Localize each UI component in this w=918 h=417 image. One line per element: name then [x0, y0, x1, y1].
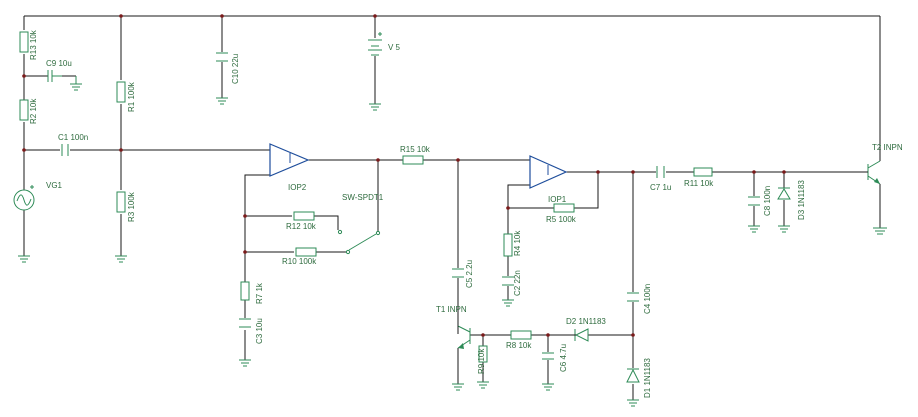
ground-c2 [502, 299, 514, 307]
ground-c8 [748, 225, 760, 233]
ground-c9 [70, 76, 82, 91]
label-r3: R3 100k [127, 191, 136, 222]
label-d3: D3 1N1183 [797, 180, 806, 220]
label-c3: C3 10u [255, 318, 264, 344]
ground-c10 [216, 97, 228, 105]
label-c10: C10 22u [231, 54, 240, 84]
diode-d2 [574, 328, 589, 342]
capacitor-c2 [502, 276, 514, 286]
ground-r3 [115, 255, 127, 263]
label-r12: R12 10k [286, 222, 317, 231]
label-d2: D2 1N1183 [566, 317, 606, 326]
component-labels: R13 10k C9 10u R2 10k C1 100n VG1 R1 100… [29, 29, 903, 398]
resistor-r9 [478, 345, 488, 363]
op-amp-iop1 [529, 155, 568, 189]
label-r5: R5 100k [546, 215, 577, 224]
resistor-r10 [295, 247, 317, 257]
label-iop2: IOP2 [288, 183, 307, 192]
resistor-r15 [402, 155, 424, 165]
resistor-r11 [693, 167, 713, 177]
resistor-r4 [503, 233, 513, 257]
label-r9: R9 10k [477, 348, 486, 374]
label-c4: C4 100n [643, 284, 652, 314]
label-r13: R13 10k [29, 29, 38, 60]
switch-sw-spdt1 [337, 229, 381, 255]
label-vg1: VG1 [46, 181, 63, 190]
capacitor-c6 [542, 352, 554, 360]
label-c6: C6 4.7u [559, 344, 568, 372]
resistor-r7 [240, 281, 250, 301]
label-r2: R2 10k [29, 98, 38, 124]
resistor-r5 [553, 203, 575, 213]
ground-c6 [542, 383, 554, 391]
label-t2: T2 INPN [872, 143, 903, 152]
resistor-r2 [19, 99, 29, 121]
diode-d3 [777, 187, 791, 200]
label-c1: C1 100n [58, 133, 88, 142]
label-r8: R8 10k [506, 341, 532, 350]
ground-d1 [627, 399, 639, 407]
capacitor-c4 [627, 292, 639, 302]
ground-vg1 [18, 255, 30, 263]
capacitor-c5 [452, 268, 464, 278]
junctions [22, 14, 786, 337]
battery-v5 [368, 32, 382, 56]
ground-t1 [452, 383, 464, 391]
signal-generator-vg1 [13, 185, 35, 211]
ground-v5 [369, 103, 381, 111]
ground-t2 [873, 227, 887, 235]
transistor-t2 [866, 160, 881, 196]
resistors [19, 31, 713, 363]
capacitor-c3 [239, 318, 251, 328]
label-r15: R15 10k [400, 145, 431, 154]
capacitor-c1 [61, 144, 69, 156]
wires [23, 15, 881, 400]
resistor-r13 [19, 31, 29, 53]
op-amp-iop2 [269, 143, 310, 177]
ground-symbols [18, 76, 887, 407]
capacitor-c8 [748, 196, 760, 206]
resistor-r1 [116, 81, 126, 103]
ground-c3 [239, 359, 251, 367]
ground-d3 [778, 225, 790, 233]
label-c5: C5 2.2u [465, 260, 474, 288]
label-sw: SW-SPDT1 [342, 193, 384, 202]
diodes [574, 187, 791, 383]
label-r11: R11 10k [684, 179, 714, 188]
transistor-t1 [457, 325, 471, 356]
capacitor-c7 [656, 166, 665, 178]
ground-r9 [477, 381, 489, 389]
label-c2: C2 22n [513, 270, 522, 296]
label-t1: T1 INPN [436, 305, 467, 314]
resistor-r8 [510, 330, 532, 340]
label-c9: C9 10u [46, 59, 72, 68]
resistor-r12 [293, 211, 315, 221]
label-iop1: IOP1 [548, 195, 567, 204]
label-r4: R4 10k [513, 230, 522, 256]
diode-d1 [626, 368, 640, 383]
label-v5: V 5 [388, 43, 401, 52]
label-r1: R1 100k [127, 81, 136, 112]
label-c7: C7 1u [650, 183, 671, 192]
capacitor-c10 [216, 52, 228, 62]
resistor-r3 [116, 191, 126, 213]
capacitor-c9 [47, 70, 62, 82]
label-d1: D1 1N1183 [643, 358, 652, 398]
capacitors [47, 52, 760, 360]
label-r7: R7 1k [255, 282, 264, 304]
label-r10: R10 100k [282, 257, 317, 266]
label-c8: C8 100n [763, 186, 772, 216]
